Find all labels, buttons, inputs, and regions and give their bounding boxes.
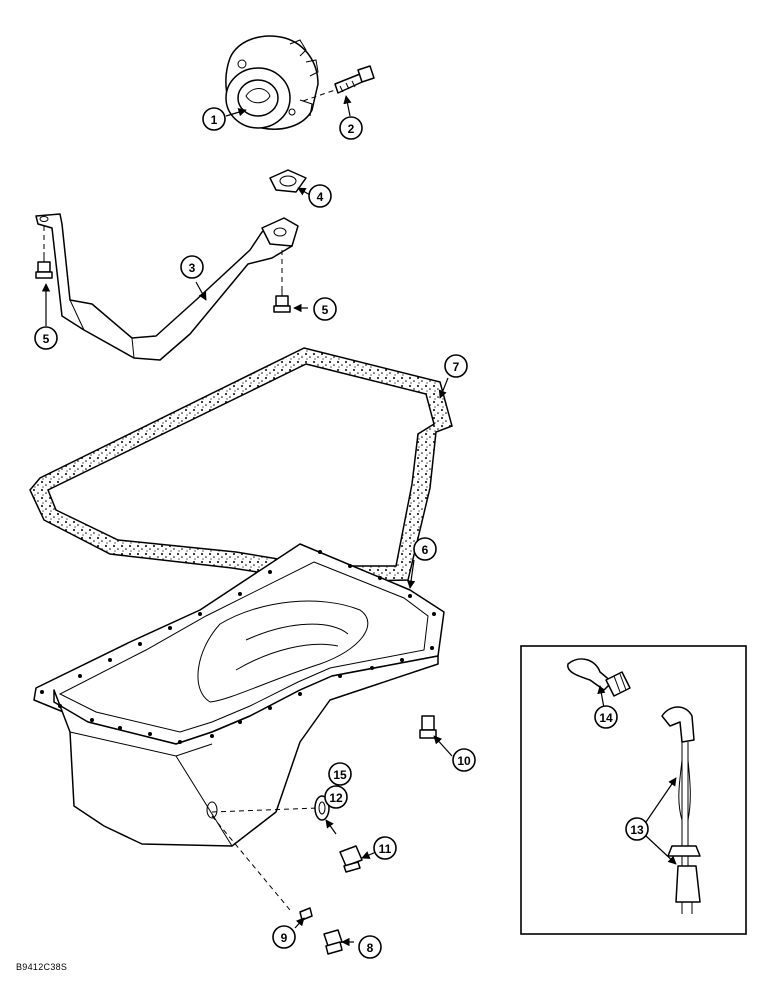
svg-text:6: 6: [422, 543, 429, 557]
plug-icon: [339, 845, 363, 867]
svg-text:7: 7: [453, 360, 460, 374]
callout-6: 6: [413, 537, 437, 561]
svg-text:10: 10: [457, 754, 471, 768]
callout-11: 11: [373, 836, 397, 860]
callout-13: 13: [625, 817, 649, 841]
pan-gasket-icon: [29, 347, 453, 583]
svg-text:15: 15: [333, 768, 347, 782]
svg-text:12: 12: [329, 791, 343, 805]
heater-icon: [567, 658, 631, 697]
callout-4: 4: [308, 184, 332, 208]
callout-2: 2: [339, 116, 363, 140]
callout-3: 3: [180, 255, 204, 279]
heater-cord-icon: [661, 706, 701, 914]
svg-text:5: 5: [43, 332, 50, 346]
callout-5-right: 5: [313, 297, 337, 321]
pin-icon: [299, 907, 313, 921]
svg-text:13: 13: [630, 823, 644, 837]
oil-pan-icon: [33, 543, 445, 847]
callout-15: 15: [328, 762, 352, 786]
heater-kit-inset: [520, 645, 747, 935]
svg-text:3: 3: [189, 261, 196, 275]
callout-10: 10: [452, 748, 476, 772]
bolt-icon: [35, 252, 53, 279]
callout-14: 14: [594, 705, 618, 729]
callout-9: 9: [272, 925, 296, 949]
svg-text:14: 14: [599, 711, 613, 725]
flange-gasket-icon: [269, 169, 307, 193]
callout-12: 12: [324, 785, 348, 809]
svg-text:11: 11: [379, 842, 392, 856]
bolt-icon: [302, 65, 375, 102]
svg-text:1: 1: [211, 113, 218, 127]
svg-text:8: 8: [367, 941, 374, 955]
callout-8: 8: [358, 935, 382, 959]
callout-7: 7: [444, 354, 468, 378]
callout-1: 1: [202, 107, 226, 131]
suction-tube-icon: [35, 213, 299, 361]
bolt-icon: [419, 715, 437, 739]
svg-text:2: 2: [348, 122, 355, 136]
svg-text:5: 5: [322, 303, 329, 317]
svg-text:4: 4: [317, 190, 324, 204]
callout-5: 5: [34, 326, 58, 350]
bolt-icon: [273, 288, 291, 313]
oil-pump-icon: [225, 35, 319, 130]
svg-text:9: 9: [281, 931, 288, 945]
figure-reference-code: B9412C38S: [16, 962, 68, 972]
